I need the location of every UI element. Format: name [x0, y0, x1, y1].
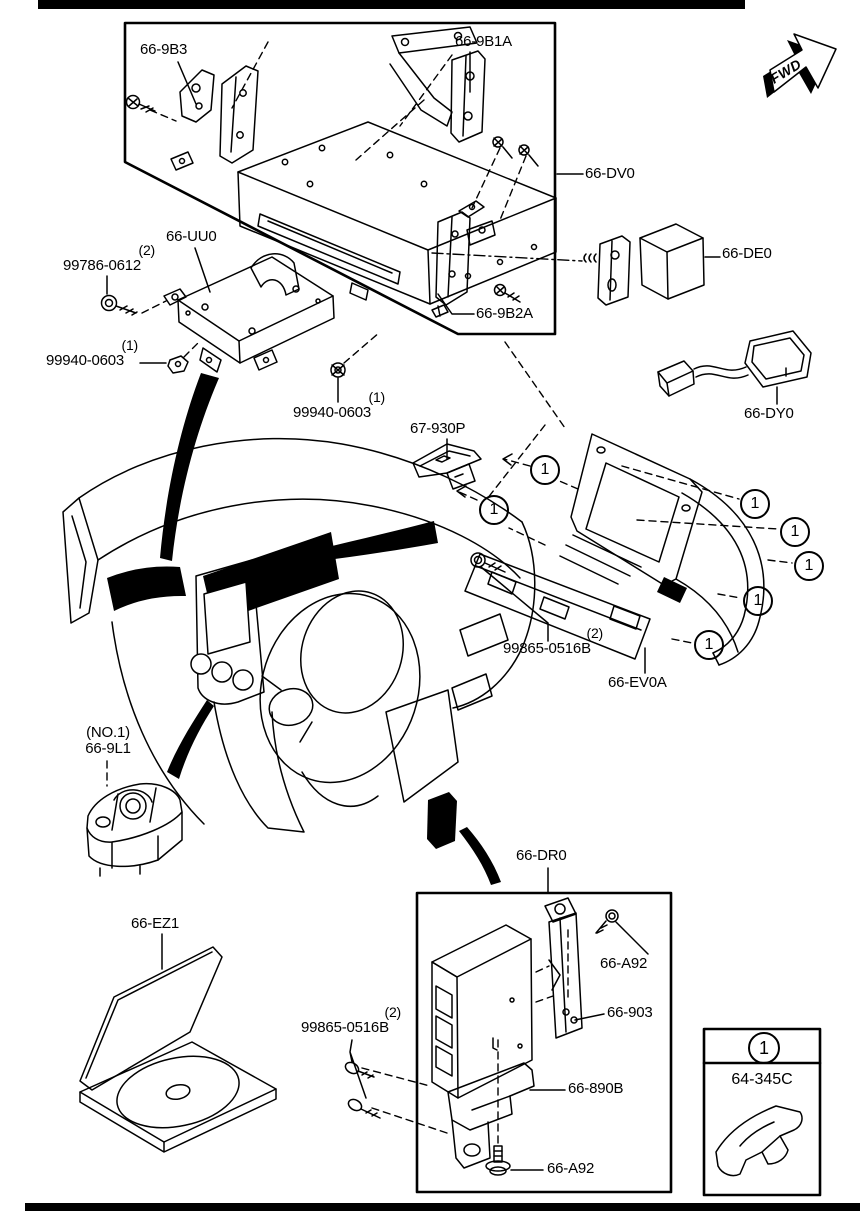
part-label-99786-0612: (2) 99786-0612	[63, 242, 155, 274]
assembly-box-66-dr0	[415, 867, 673, 1194]
callout-1-d: 1	[780, 517, 810, 547]
part-label-66-de0: 66-DE0	[722, 246, 772, 262]
callout-1-e: 1	[794, 551, 824, 581]
part-quantity: (2)	[138, 242, 155, 258]
part-number: 66-890B	[568, 1080, 624, 1097]
part-label-67-930p: 67-930P	[410, 420, 466, 437]
part-label-66-dv0: 66-DV0	[585, 166, 635, 182]
part-number: 66-903	[607, 1004, 653, 1021]
part-quantity: (2)	[384, 1004, 401, 1020]
part-number: 66-DV0	[585, 165, 635, 182]
part-label-66-ez1: 66-EZ1	[131, 916, 179, 932]
part-label-66-9l1: (NO.1) 66-9L1	[78, 725, 138, 757]
part-number: 99940-0603	[46, 352, 125, 369]
callout-1-f: 1	[743, 586, 773, 616]
switch-66-9l1-drawing	[86, 760, 183, 877]
part-number: 99865-0516B	[301, 1019, 389, 1036]
part-number: 66-9B3	[140, 41, 188, 58]
callout-1-c: 1	[740, 489, 770, 519]
unit-66-de0-drawing	[431, 223, 721, 306]
head-unit-drawing	[237, 121, 557, 305]
part-number: 66-UU0	[166, 228, 217, 245]
bracket-66-903-drawing	[535, 897, 649, 1039]
part-label-66-ev0a: 66-EV0A	[608, 675, 667, 691]
part-note: (NO.1)	[86, 724, 130, 741]
part-number: 66-EZ1	[131, 915, 179, 932]
top-border-bar	[38, 0, 745, 9]
part-label-99940-0603-right: (1) 99940-0603	[293, 389, 385, 421]
part-number: 66-DR0	[516, 847, 567, 864]
part-label-66-903: 66-903	[607, 1005, 653, 1021]
disc-case-66-ez1-drawing	[79, 933, 277, 1153]
part-label-66-dy0: 66-DY0	[744, 406, 794, 422]
part-quantity: (1)	[368, 389, 385, 405]
part-label-66-uu0: 66-UU0	[166, 229, 217, 245]
callout-1-a: 1	[530, 455, 560, 485]
part-number: 66-A92	[547, 1160, 595, 1177]
part-label-66-a92-upper: 66-A92	[600, 956, 647, 972]
part-quantity: (1)	[121, 337, 138, 353]
legend-callout-1: 1	[748, 1032, 780, 1064]
legend-part-label-64-345c: 64-345C	[731, 1071, 793, 1088]
fwd-arrow: FWD	[763, 33, 837, 98]
part-number: 66-DY0	[744, 405, 794, 422]
bracket-66-9b3-drawing	[125, 41, 269, 171]
part-number: 66-DE0	[722, 245, 772, 262]
part-number: 99865-0516B	[503, 640, 591, 657]
part-label-66-890b: 66-890B	[568, 1080, 624, 1097]
panel-67-930p-drawing	[412, 438, 482, 490]
part-quantity: (2)	[586, 625, 603, 641]
callout-1-b: 1	[479, 495, 509, 525]
part-label-66-9b2a: 66-9B2A	[476, 306, 533, 322]
part-number: 99940-0603	[293, 404, 372, 421]
part-label-66-9b1a: 66-9B1A	[455, 34, 512, 50]
part-number: 66-A92	[600, 955, 648, 972]
antenna-66-dy0-drawing	[657, 330, 812, 405]
part-label-66-9b3: 66-9B3	[140, 42, 187, 58]
part-number: 99786-0612	[63, 257, 142, 274]
part-label-66-a92-lower: 66-A92	[547, 1161, 594, 1177]
module-66-dr0-drawing	[431, 924, 533, 1099]
bracket-66-890b-drawing	[344, 1039, 566, 1176]
part-number: 66-EV0A	[608, 674, 667, 691]
part-label-99865-0516b-lower: (2) 99865-0516B	[301, 1004, 401, 1036]
part-number: 66-9B2A	[476, 305, 533, 322]
part-number: 67-930P	[410, 420, 466, 437]
bracket-66-9b2a-drawing	[431, 200, 521, 318]
part-label-99865-0516b-upper: (2) 99865-0516B	[503, 625, 603, 657]
bottom-border-bar	[25, 1203, 860, 1211]
display-66-ev0a-drawing	[456, 341, 793, 674]
callout-1-g: 1	[694, 630, 724, 660]
part-label-66-dr0: 66-DR0	[516, 848, 567, 864]
assembly-box-66-dv0	[123, 21, 584, 336]
module-66-uu0-drawing	[100, 247, 381, 403]
part-label-99940-0603-left: (1) 99940-0603	[46, 337, 138, 369]
part-number: 66-9L1	[85, 740, 131, 757]
bracket-66-9b1a-drawing	[355, 26, 539, 221]
dashboard-illustration	[62, 373, 536, 885]
part-number: 66-9B1A	[455, 33, 512, 50]
